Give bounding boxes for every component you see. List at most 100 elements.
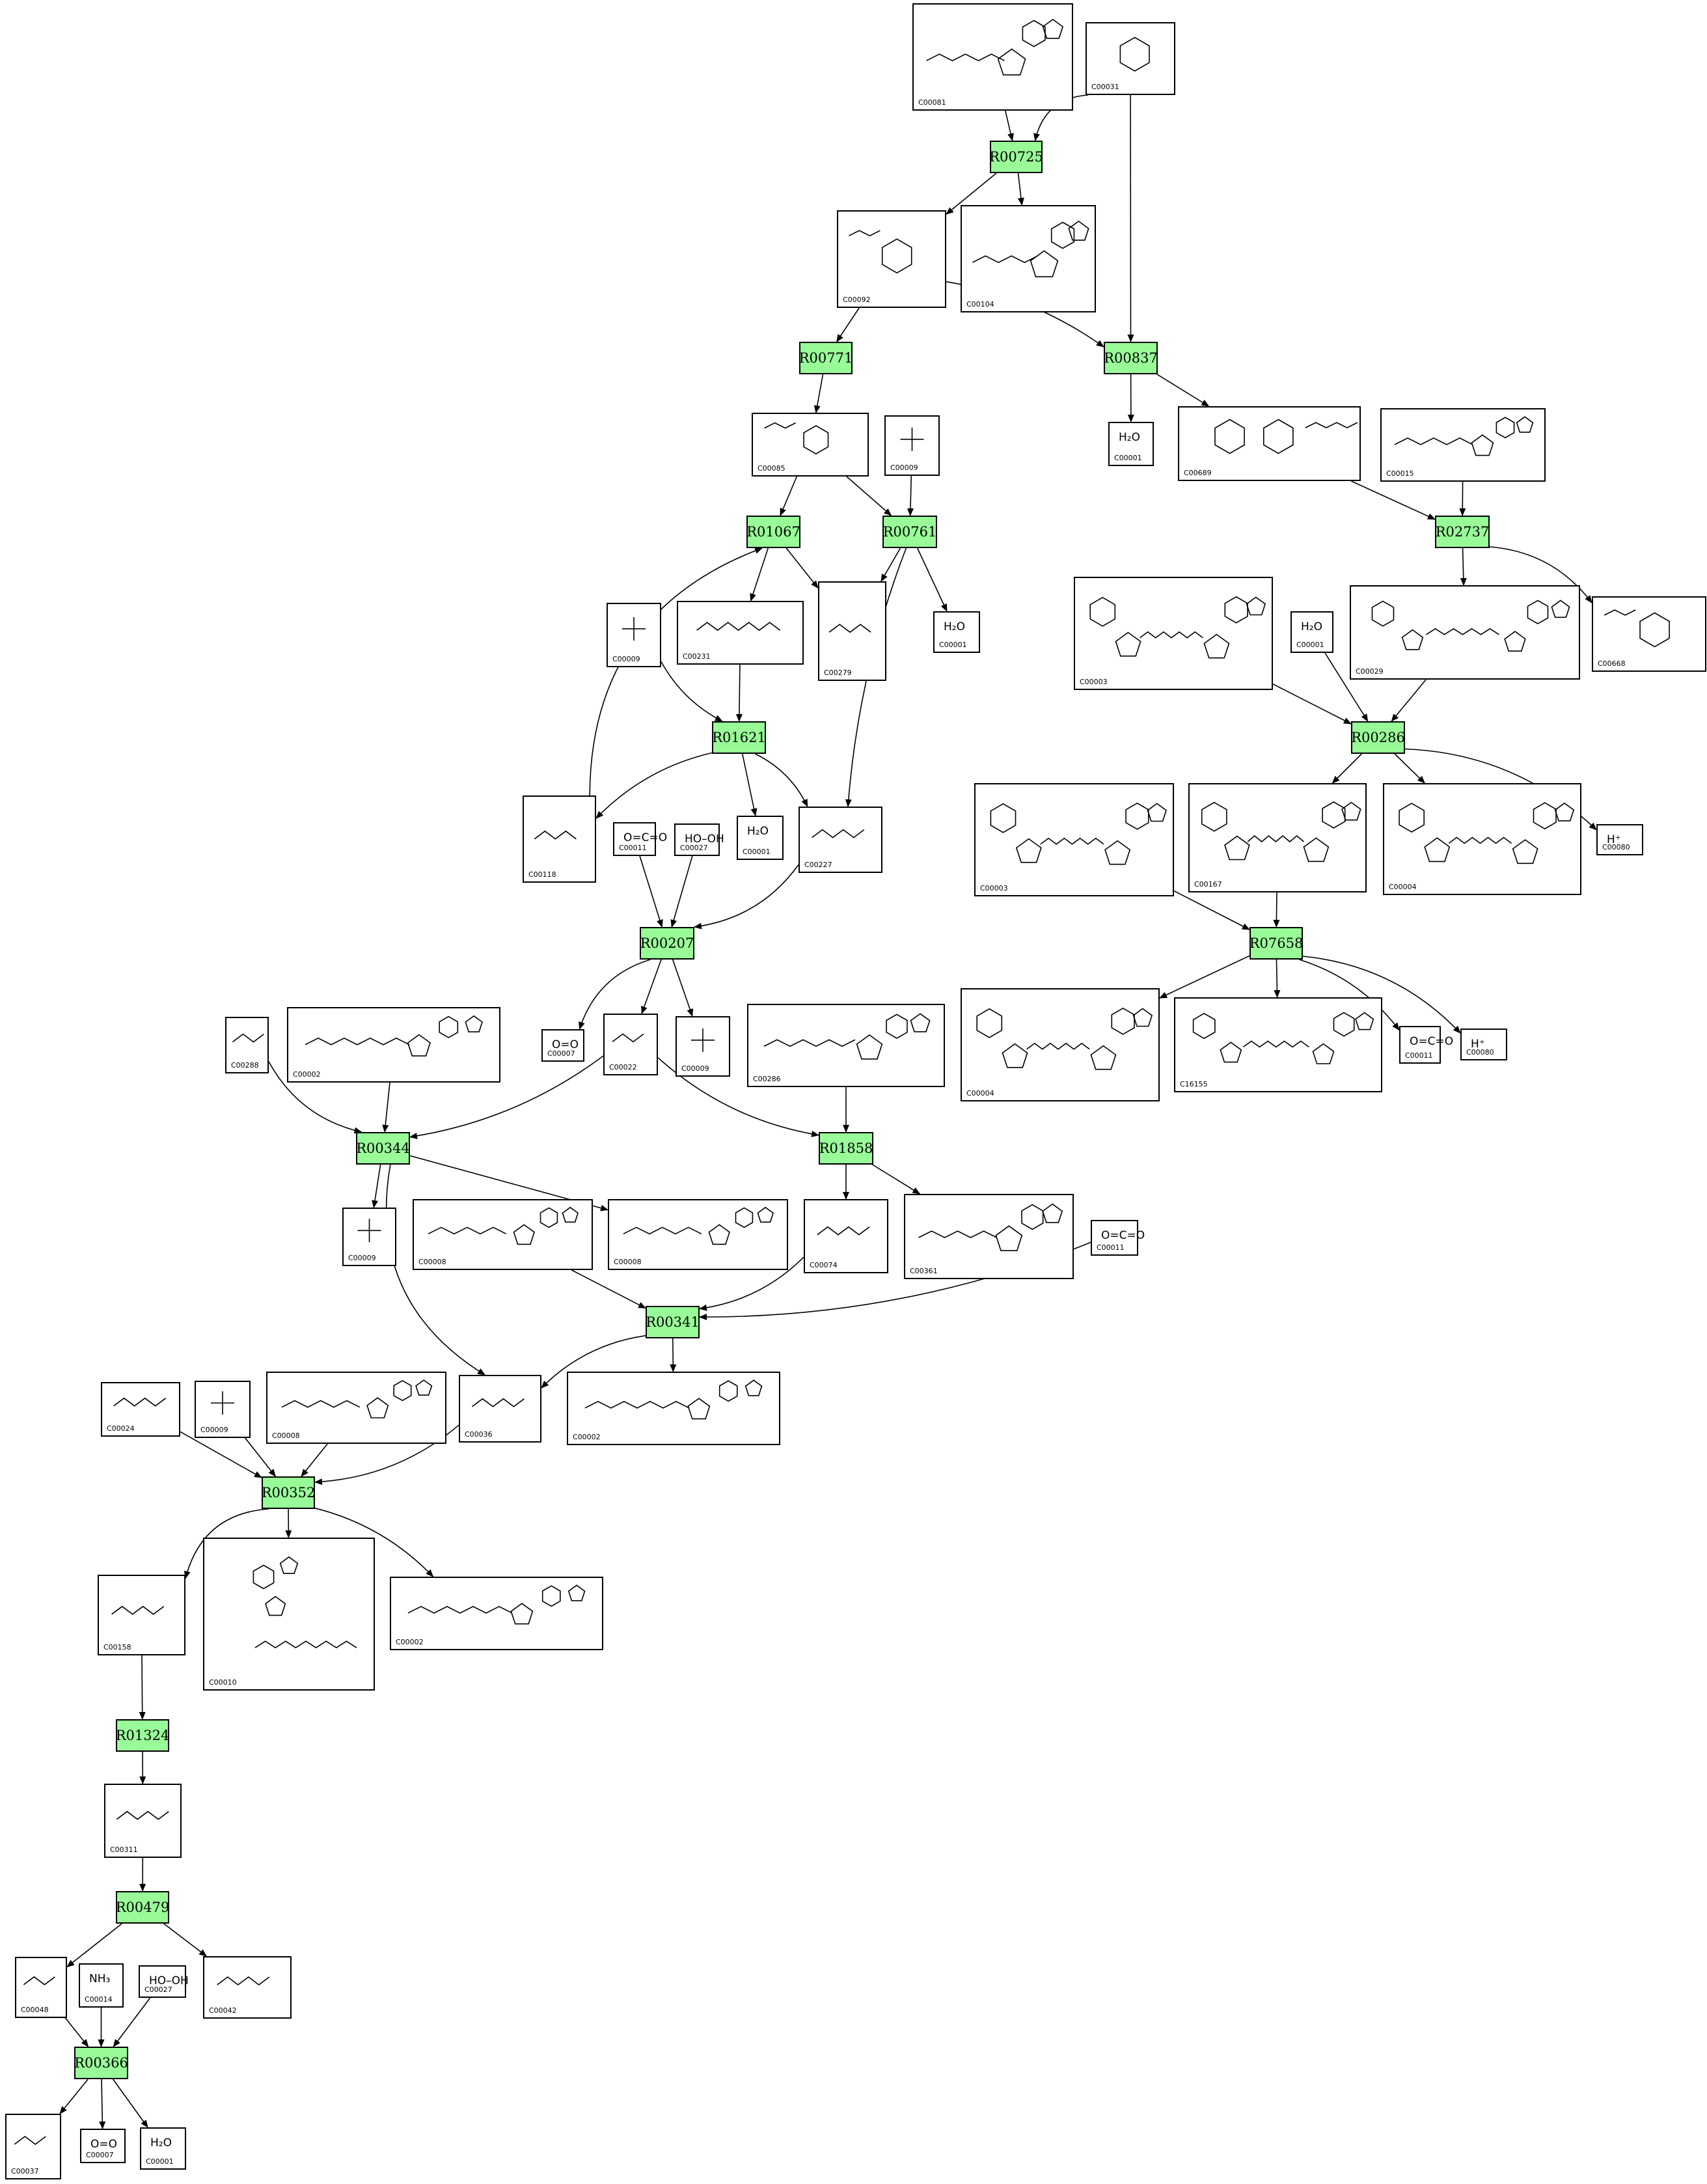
- compound-c00074[interactable]: C00074: [804, 1199, 888, 1273]
- compound-id-label: C00011: [1097, 1243, 1125, 1252]
- reaction-r00761[interactable]: R00761: [882, 516, 937, 548]
- compound-c00009[interactable]: C00009: [195, 1381, 251, 1438]
- compound-c16155[interactable]: C16155: [1174, 997, 1382, 1092]
- reaction-r01621[interactable]: R01621: [712, 721, 766, 754]
- compound-c00288[interactable]: C00288: [225, 1017, 269, 1073]
- compound-c00036[interactable]: C00036: [459, 1375, 541, 1443]
- edge-R01621-c00001d: [742, 753, 758, 816]
- compound-c00231[interactable]: C00231: [677, 601, 804, 665]
- compound-c00048[interactable]: C00048: [15, 1957, 67, 2018]
- compound-c00009[interactable]: C00009: [607, 603, 661, 667]
- reaction-r00366[interactable]: R00366: [74, 2047, 128, 2079]
- compound-c00009[interactable]: C00009: [342, 1208, 396, 1266]
- edge-R00286-c00004a: [1394, 753, 1426, 784]
- compound-c00029[interactable]: C00029: [1350, 585, 1580, 680]
- compound-c00009[interactable]: C00009: [884, 415, 940, 476]
- compound-id-label: C00074: [810, 1261, 838, 1269]
- reaction-r00341[interactable]: R00341: [646, 1306, 700, 1338]
- compound-c00002[interactable]: C00002: [390, 1577, 603, 1650]
- compound-c00080[interactable]: H⁺C00080: [1596, 824, 1643, 855]
- compound-c00024[interactable]: C00024: [101, 1382, 180, 1437]
- compound-c00361[interactable]: C00361: [904, 1194, 1074, 1279]
- compound-c00003[interactable]: C00003: [974, 783, 1174, 896]
- reaction-r02737[interactable]: R02737: [1435, 516, 1490, 548]
- reaction-r07658[interactable]: R07658: [1250, 927, 1303, 960]
- compound-id-label: C00027: [144, 1985, 172, 1994]
- edge-R00837-c00689: [1156, 374, 1210, 407]
- edge-R00366-c00037: [59, 2079, 89, 2114]
- compound-c00311[interactable]: C00311: [104, 1784, 182, 1858]
- edge-c00158-R01324: [139, 1655, 146, 1720]
- compound-c00279[interactable]: C00279: [818, 581, 886, 681]
- structure-drawing: [623, 1206, 774, 1245]
- compound-c00008[interactable]: C00008: [608, 1199, 788, 1270]
- reaction-r01067[interactable]: R01067: [746, 516, 800, 548]
- compound-c00002[interactable]: C00002: [567, 1372, 780, 1445]
- reaction-r01324[interactable]: R01324: [116, 1719, 169, 1752]
- compound-c00085[interactable]: C00085: [752, 413, 869, 477]
- structure-drawing: [113, 1397, 167, 1407]
- compound-c00167[interactable]: C00167: [1188, 783, 1367, 892]
- compound-c00118[interactable]: C00118: [523, 795, 596, 883]
- compound-c00008[interactable]: C00008: [413, 1199, 593, 1270]
- compound-c00004[interactable]: C00004: [961, 988, 1160, 1101]
- structure-drawing: [763, 1013, 931, 1060]
- reaction-r00725[interactable]: R00725: [989, 141, 1043, 173]
- edge-R01621-c00227: [754, 753, 808, 807]
- edge-c00118-R01067: [589, 547, 763, 796]
- compound-c00008[interactable]: C00008: [266, 1372, 446, 1444]
- structure-drawing: [918, 1203, 1063, 1251]
- edge-c00085-R00761: [846, 476, 892, 516]
- reaction-r00771[interactable]: R00771: [799, 342, 853, 374]
- reaction-r00344[interactable]: R00344: [356, 1132, 410, 1165]
- compound-c00104[interactable]: C00104: [961, 205, 1096, 312]
- reaction-r00352[interactable]: R00352: [262, 1476, 315, 1509]
- compound-c00031[interactable]: C00031: [1086, 22, 1175, 95]
- reaction-r00837[interactable]: R00837: [1104, 342, 1158, 374]
- compound-c00227[interactable]: C00227: [799, 807, 882, 873]
- compound-c00004[interactable]: C00004: [1383, 783, 1581, 895]
- structure-drawing: [972, 220, 1089, 277]
- compound-c00010[interactable]: C00010: [203, 1538, 375, 1691]
- compound-formula: O=C=O: [1410, 1035, 1454, 1048]
- compound-c00689[interactable]: C00689: [1178, 406, 1361, 481]
- compound-c00003[interactable]: C00003: [1074, 577, 1273, 690]
- reaction-r00479[interactable]: R00479: [116, 1891, 169, 1924]
- compound-c00158[interactable]: C00158: [98, 1575, 185, 1655]
- compound-c00015[interactable]: C00015: [1380, 408, 1546, 482]
- compound-id-label: C00311: [110, 1845, 138, 1854]
- compound-id-label: C00048: [21, 2006, 49, 2014]
- structure-drawing: [428, 1206, 579, 1245]
- compound-c00081[interactable]: C00081: [912, 3, 1073, 111]
- compound-id-label: C00007: [547, 1049, 575, 1058]
- compound-c00080[interactable]: H⁺C00080: [1460, 1029, 1507, 1060]
- compound-c00092[interactable]: C00092: [837, 210, 946, 308]
- reaction-r00286[interactable]: R00286: [1351, 721, 1405, 754]
- compound-c00668[interactable]: C00668: [1592, 596, 1706, 672]
- edge-c00288-R00344: [268, 1061, 362, 1134]
- compound-c00022[interactable]: C00022: [603, 1014, 658, 1075]
- compound-c00042[interactable]: C00042: [203, 1956, 292, 2019]
- compound-c00037[interactable]: C00037: [5, 2114, 61, 2179]
- compound-c00002[interactable]: C00002: [287, 1007, 500, 1083]
- compound-formula: O=O: [552, 1038, 579, 1051]
- compound-c00009[interactable]: C00009: [676, 1016, 730, 1077]
- compound-id-label: C00022: [609, 1063, 637, 1071]
- reaction-r01858[interactable]: R01858: [819, 1132, 873, 1165]
- reaction-r00207[interactable]: R00207: [640, 927, 694, 960]
- compound-c00286[interactable]: C00286: [747, 1004, 945, 1087]
